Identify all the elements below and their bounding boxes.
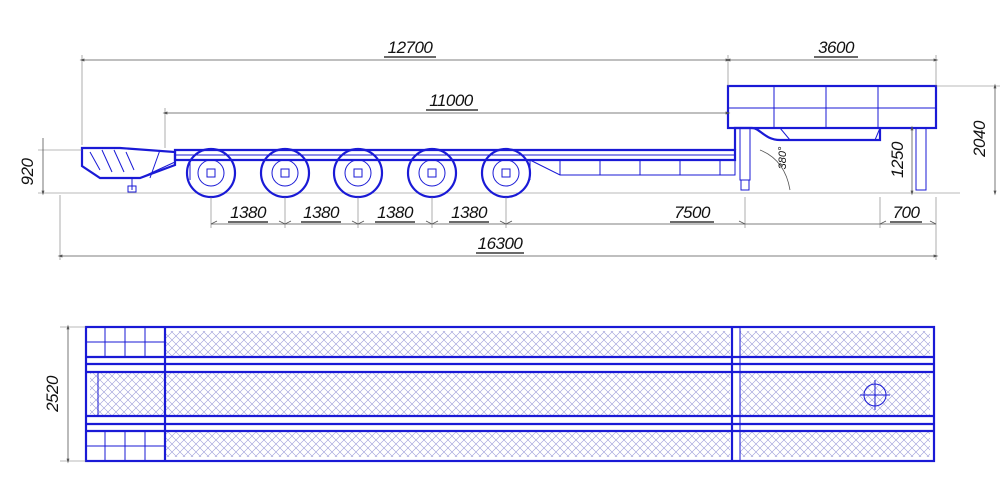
platform-height-label: 920	[18, 158, 37, 186]
deck-length-label: 12700	[388, 38, 434, 57]
dim-platform-height: 920	[18, 138, 82, 196]
gooseneck	[726, 84, 938, 191]
side-view: 12700 3600 11000 920 2040	[18, 38, 1000, 260]
gooseneck-length-label: 3600	[818, 38, 855, 57]
width-label: 2520	[43, 375, 62, 413]
wheel-4	[406, 147, 458, 199]
dim-axle-row: 1380 1380 1380 1380 7500 700	[210, 197, 937, 228]
ramp-grid	[86, 327, 165, 461]
gooseneck-height-label: 2040	[970, 120, 989, 158]
axle-group	[180, 147, 535, 199]
swing-angle-label: 380°	[777, 146, 789, 169]
axle-spacing-4-label: 1380	[451, 203, 488, 222]
kingpin-offset-label: 700	[893, 203, 921, 222]
overall-length-label: 16300	[478, 234, 524, 253]
top-view: 2520	[43, 324, 936, 464]
wheel-5	[480, 147, 532, 199]
dim-platform-length: 11000	[162, 91, 731, 148]
dim-gooseneck-length: 3600	[725, 38, 939, 86]
dim-gooseneck-height: 2040	[936, 83, 1000, 196]
dim-overall-length: 16300	[57, 195, 939, 260]
dim-fifth-wheel-height: 1250	[888, 125, 914, 196]
axle-spacing-1-label: 1380	[230, 203, 267, 222]
platform-length-label: 11000	[429, 91, 474, 110]
wheelbase-label: 7500	[674, 203, 711, 222]
axle-spacing-3-label: 1380	[377, 203, 414, 222]
fifth-wheel-height-label: 1250	[888, 141, 907, 178]
swing-angle: 380°	[759, 146, 791, 191]
wheel-2	[259, 147, 311, 199]
dim-deck-length: 12700	[79, 38, 731, 145]
top-outline	[84, 325, 936, 463]
kingpin-marker	[860, 380, 890, 410]
rear-ramp	[80, 146, 177, 193]
wheel-3	[332, 147, 384, 199]
dim-width: 2520	[43, 324, 86, 464]
wheel-1	[185, 147, 237, 199]
axle-spacing-2-label: 1380	[303, 203, 340, 222]
